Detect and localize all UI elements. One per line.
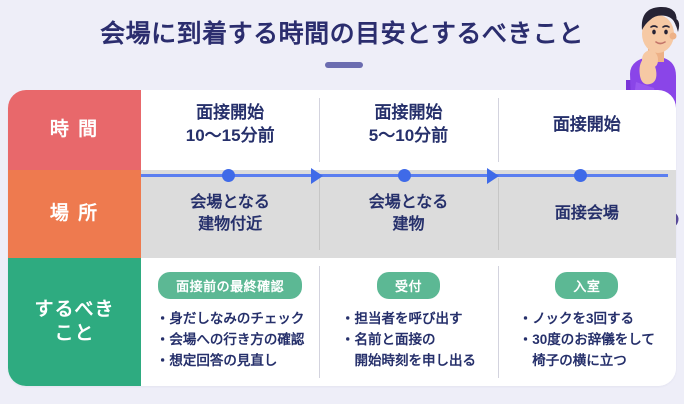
title-accent-rule — [325, 62, 363, 68]
page-title: 会場に到着する時間の目安とするべきこと — [100, 20, 584, 48]
table-cell-time-2: 面接開始 5〜10分前 — [319, 90, 497, 170]
table-cell-todo-3: 入室 ・ノックを3回する ・30度のお辞儀をして 椅子の横に立つ — [497, 258, 676, 386]
table-cell-place-1: 会場となる 建物付近 — [141, 170, 319, 258]
place-value-2: 会場となる 建物 — [368, 194, 449, 233]
todo-list-2: ・担当者を呼び出す ・名前と面接の 開始時刻を申し出る — [340, 311, 476, 368]
table-cell-place-3: 面接会場 — [497, 170, 676, 258]
row-cells-todo: 面接前の最終確認 ・身だしなみのチェック ・会場への行き方の確認 ・想定回答の見… — [141, 258, 676, 386]
schedule-table: 時 間 面接開始 10〜15分前 面接開始 5〜10分前 面接開始 場 所 会場… — [8, 90, 676, 386]
table-cell-todo-2: 受付 ・担当者を呼び出す ・名前と面接の 開始時刻を申し出る — [319, 258, 497, 386]
table-cell-todo-1: 面接前の最終確認 ・身だしなみのチェック ・会場への行き方の確認 ・想定回答の見… — [141, 258, 319, 386]
row-cells-time: 面接開始 10〜15分前 面接開始 5〜10分前 面接開始 — [141, 90, 676, 170]
time-value-2: 面接開始 5〜10分前 — [368, 103, 449, 145]
table-row-todo: するべき こと 面接前の最終確認 ・身だしなみのチェック ・会場への行き方の確認… — [8, 258, 676, 386]
row-cells-place: 会場となる 建物付近 会場となる 建物 面接会場 — [141, 170, 676, 258]
table-cell-place-2: 会場となる 建物 — [319, 170, 497, 258]
place-value-3: 面接会場 — [554, 205, 619, 223]
table-cell-time-3: 面接開始 — [497, 90, 676, 170]
row-label-todo: するべき こと — [8, 258, 141, 386]
todo-badge-3: 入室 — [555, 272, 619, 299]
todo-list-1: ・身だしなみのチェック ・会場への行き方の確認 ・想定回答の見直し — [155, 311, 305, 368]
row-label-place: 場 所 — [8, 170, 141, 258]
todo-badge-1: 面接前の最終確認 — [158, 272, 303, 299]
time-value-1: 面接開始 10〜15分前 — [185, 103, 275, 145]
todo-list-3: ・ノックを3回する ・30度のお辞儀をして 椅子の横に立つ — [518, 311, 655, 368]
place-value-1: 会場となる 建物付近 — [190, 194, 270, 233]
table-cell-time-1: 面接開始 10〜15分前 — [141, 90, 319, 170]
todo-badge-2: 受付 — [376, 272, 440, 299]
row-label-time: 時 間 — [8, 90, 141, 170]
table-row-place: 場 所 会場となる 建物付近 会場となる 建物 面接会場 — [8, 170, 676, 258]
time-value-3: 面接開始 — [552, 114, 621, 134]
table-row-time: 時 間 面接開始 10〜15分前 面接開始 5〜10分前 面接開始 — [8, 90, 676, 170]
